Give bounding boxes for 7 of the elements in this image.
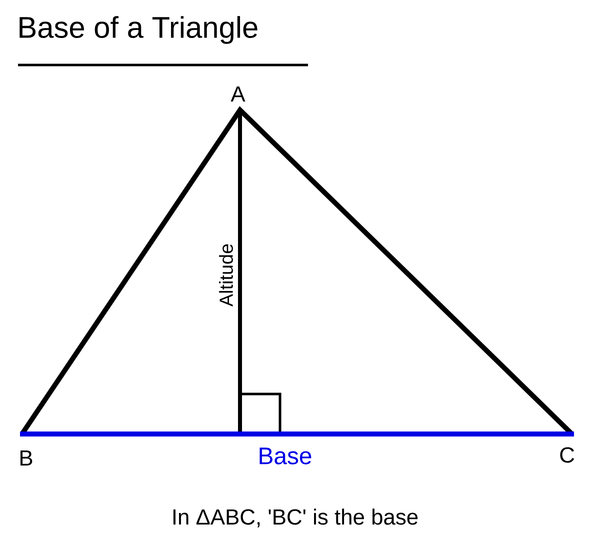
vertex-label: B (20, 450, 32, 466)
caption: In ΔABC, 'BC' is the base (173, 508, 418, 528)
base-label: Base (260, 448, 312, 464)
title: Base of a Triangle (20, 16, 258, 44)
vertex-label: A (230, 86, 246, 102)
altitude-label: Altitude (219, 244, 233, 307)
vertex-label: C (560, 447, 574, 463)
